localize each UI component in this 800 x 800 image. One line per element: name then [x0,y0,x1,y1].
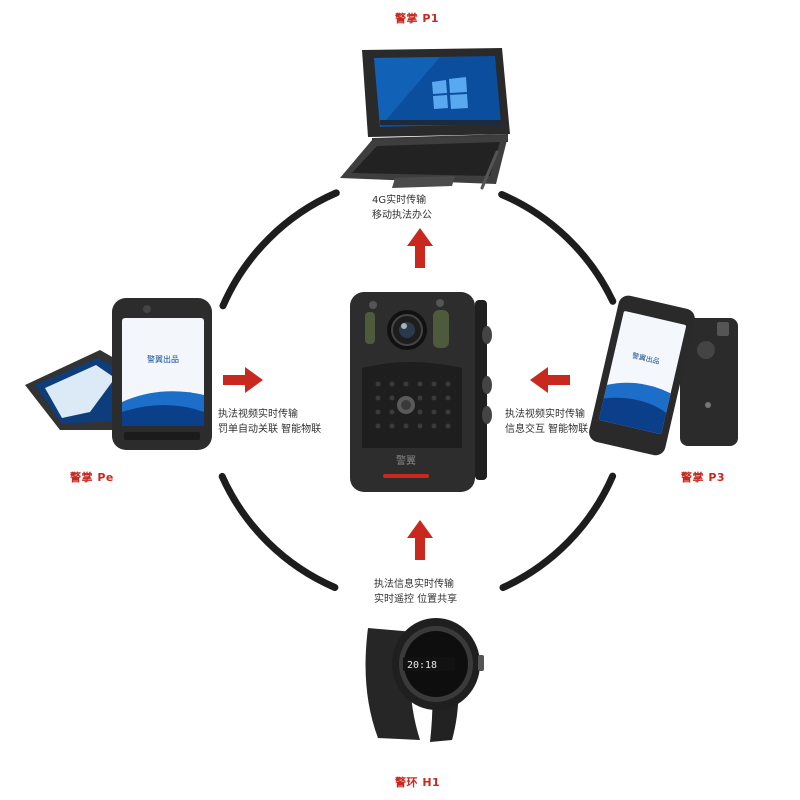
ring-arc-top-right [498,191,617,305]
ring-arc-bottom-right [499,472,617,592]
feature-line: 执法信息实时传输 [374,579,454,590]
body-camera-icon: 警翼 [350,292,492,492]
feature-line: 罚单自动关联 智能物联 [218,424,322,435]
feature-line: 移动执法办公 [372,210,432,221]
ring-arc-top-left [219,189,340,310]
watch-time-text: 20:18 [407,660,437,671]
feature-list-bottom: 执法信息实时传输 实时遥控 位置共享 [374,577,457,607]
camera-brand-text: 警翼 [396,454,416,467]
device-label-left: 警掌 Pe [70,471,114,484]
smartwatch-icon: 20:18 [365,618,484,742]
tablet-with-keyboard-icon [340,48,510,190]
feature-line: 执法视频实时传输 [505,409,585,420]
svg-text:警翼出品: 警翼出品 [147,354,179,364]
device-label-top: 警掌 P1 [395,12,440,25]
arrow-up-bottom [407,520,433,560]
feature-line: 信息交互 智能物联 [505,424,589,435]
feature-list-right: 执法视频实时传输 信息交互 智能物联 [505,407,588,437]
handheld-terminal-icon: 警翼出品 [25,298,212,450]
arrow-up-top [407,228,433,268]
feature-list-top: 4G实时传输 移动执法办公 [372,193,432,223]
smartphone-icon: 警翼出品 [589,295,738,456]
feature-line: 4G实时传输 [372,195,427,206]
feature-list-left: 执法视频实时传输 罚单自动关联 智能物联 [218,407,321,437]
device-label-bottom: 警环 H1 [395,776,441,789]
arrow-right-left [223,367,263,393]
connection-ring [218,189,617,592]
device-label-right: 警掌 P3 [681,471,726,484]
ring-arc-bottom-left [218,472,339,591]
feature-line: 执法视频实时传输 [218,409,298,420]
arrow-left-right [530,367,570,393]
feature-line: 实时遥控 位置共享 [374,594,458,605]
